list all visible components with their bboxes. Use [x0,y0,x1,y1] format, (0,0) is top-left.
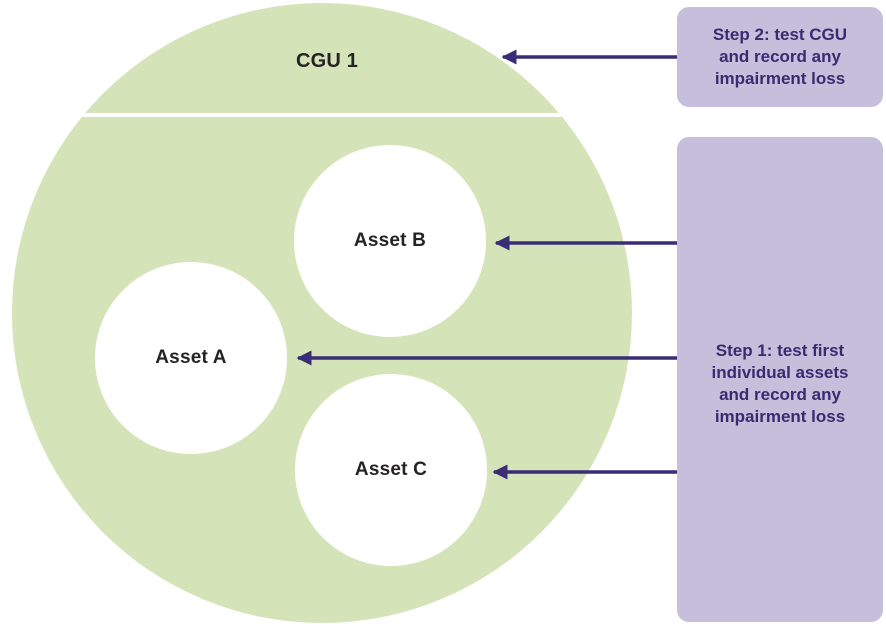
callout-step1-line: Step 1: test first [715,340,845,360]
asset-circle-c: Asset C [295,374,487,566]
callout-step2-line: Step 2: test CGU [712,25,848,44]
callout-step2: Step 2: test CGU and record any impairme… [677,7,883,107]
callout-step1-line: individual assets [711,362,849,382]
asset-label-a: Asset A [155,347,227,368]
callout-step1-line: impairment loss [714,406,846,426]
asset-label-c: Asset C [354,459,428,480]
asset-circle-a: Asset A [95,262,287,454]
callout-step2-line: impairment loss [714,69,846,88]
callout-step1-line: and record any [719,384,841,404]
cgu-label: CGU 1 [295,50,359,72]
callout-step1: Step 1: test first individual assets and… [677,137,883,622]
asset-circle-b: Asset B [294,145,486,337]
asset-label-b: Asset B [353,230,427,251]
callout-step2-line: and record any [719,47,841,66]
cgu-divider-line [83,113,561,117]
